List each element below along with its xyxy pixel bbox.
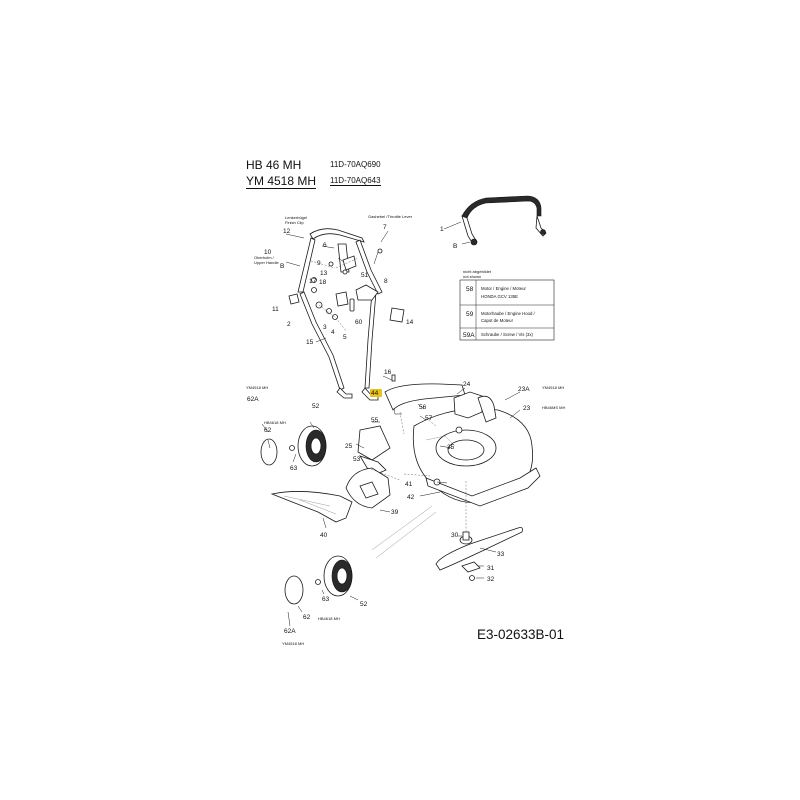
callout-ym-b: YM4518 MH	[542, 385, 564, 390]
model-line-2: YM 4518 MH 11D-70AQ643	[246, 174, 406, 190]
part-number: 40	[320, 532, 328, 539]
part-number: 35	[447, 444, 455, 451]
callout-hb-a: HB4618 MH	[264, 420, 286, 425]
part-number: 63	[322, 596, 330, 603]
part-number: 44	[371, 390, 379, 397]
part-number: 12	[283, 228, 291, 235]
part-number: 14	[406, 319, 414, 326]
part-number: B	[453, 243, 457, 250]
callout-not-shown-1: nicht abgebildet	[463, 269, 492, 274]
legend-table	[459, 279, 555, 341]
legend-ref: 59	[466, 311, 474, 318]
callout-not-shown-2: not shown	[463, 274, 481, 279]
callout-throttle-lever: Gashebel /Throttle Lever	[368, 214, 413, 219]
part-number: 11	[272, 306, 279, 313]
part-number: 42	[407, 494, 415, 501]
model-name: HB 46 MH	[246, 158, 302, 172]
part-number: 52	[312, 403, 320, 410]
legend-desc: Motor / Engine / Moteur	[481, 286, 526, 291]
model-code: 11D-70AQ690	[330, 160, 381, 169]
model-code: 11D-70AQ643	[330, 176, 381, 186]
legend-desc: HONDA GCV 135E	[481, 294, 518, 299]
callout-ym-a: YM4518 MH	[246, 385, 268, 390]
part-number: 53	[353, 456, 361, 463]
legend-text: 58 Motor / Engine / Moteur HONDA GCV 135…	[463, 286, 536, 339]
part-number: 8	[384, 278, 388, 285]
part-number: 7	[383, 224, 387, 231]
legend-ref: 59A	[463, 332, 475, 339]
legend-ref: 58	[466, 286, 474, 293]
part-number: 30	[451, 532, 459, 539]
part-number: 25	[345, 443, 353, 450]
document-code: E3-02633B-01	[477, 627, 565, 642]
part-number: 13	[320, 270, 328, 277]
callout-hb-c: HB46MS MH	[542, 405, 565, 410]
callout-labels: Lenkerbügel Finish Clip Gashebel /Thrott…	[246, 214, 565, 646]
part-number: 52	[360, 601, 368, 608]
part-number: 6	[323, 242, 327, 249]
part-number: 23	[523, 405, 531, 412]
part-number: 62A	[247, 396, 259, 403]
blade-assembly	[371, 480, 523, 581]
grass-catcher	[270, 491, 353, 529]
part-number: 51	[361, 272, 369, 279]
part-number: 4	[331, 329, 335, 336]
part-number: 18	[319, 279, 327, 286]
part-number: B	[280, 263, 284, 270]
part-number-labels: 1 B 12 7 6 10 B 9 13 51 8 17 18 11 2 3 4…	[247, 224, 531, 635]
part-number: 41	[405, 481, 413, 488]
part-number: 56	[419, 404, 427, 411]
callout-handle-clip-1: Lenkerbügel	[285, 215, 307, 220]
part-number: 39	[391, 509, 399, 516]
part-number: 31	[487, 565, 495, 572]
part-number: 32	[487, 576, 495, 583]
part-number: 16	[384, 369, 392, 376]
part-number: 57	[425, 415, 433, 422]
highlight-marker	[370, 389, 382, 397]
part-number: 62	[264, 427, 272, 434]
part-number: 23A	[518, 386, 530, 393]
part-number: 17	[309, 278, 317, 285]
part-number: 24	[463, 381, 471, 388]
wheel-rear	[284, 555, 359, 627]
part-number: 62A	[284, 628, 296, 635]
model-line-1: HB 46 MH 11D-70AQ690	[246, 158, 406, 174]
mower-deck	[345, 383, 541, 513]
part-number: 3	[323, 324, 327, 331]
part-number: 5	[343, 334, 347, 341]
callout-handle-clip-2: Finish Clip	[285, 220, 304, 225]
part-number: 15	[306, 339, 314, 346]
part-number: 9	[317, 260, 321, 267]
part-number: 55	[371, 417, 379, 424]
part-number: 1	[440, 226, 444, 233]
main-handle-assembly	[285, 228, 405, 401]
part-number: 62	[303, 614, 311, 621]
part-number: 2	[287, 321, 291, 328]
wheel-front	[260, 421, 327, 467]
part-number: 10	[264, 249, 272, 256]
callout-upper-handle-2: Upper Handle	[254, 260, 279, 265]
legend-desc: Schraube / Screw / Vis (3x)	[481, 332, 534, 337]
legend-desc: Capot de Moteur	[481, 318, 514, 323]
part-number: 60	[355, 319, 363, 326]
handle-bar	[443, 195, 547, 246]
callout-hb-b: HB4618 MH	[318, 616, 340, 621]
part-number: 63	[290, 465, 298, 472]
callout-ym-c: YM4518 MH	[282, 641, 304, 646]
part-number: 33	[497, 551, 505, 558]
legend-desc: Motorhaube / Engine Hood /	[481, 311, 536, 316]
callout-upper-handle-1: Oberholm /	[254, 255, 275, 260]
model-name: YM 4518 MH	[246, 174, 317, 189]
